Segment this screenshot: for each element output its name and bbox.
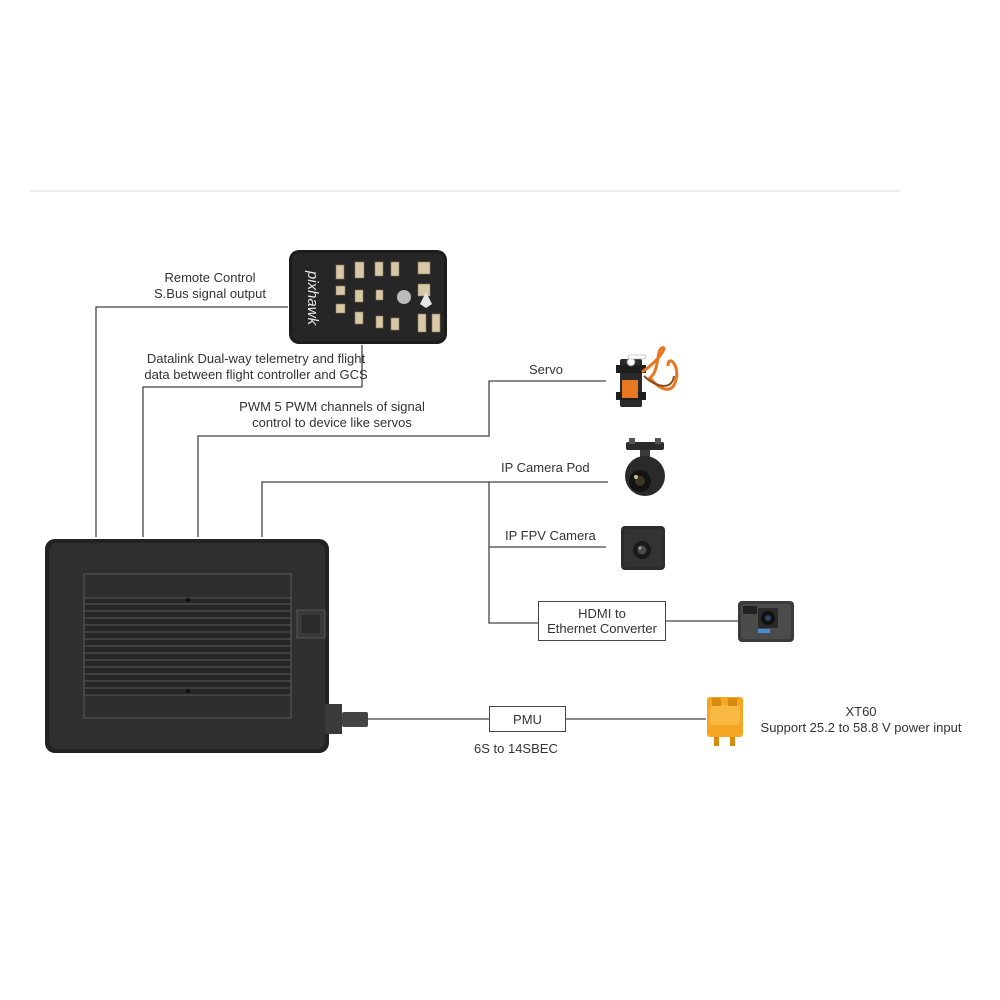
ip-camera-branch-line: [488, 482, 538, 624]
datalink-line-2: data between flight controller and GCS: [144, 367, 368, 382]
servo-image: [616, 346, 679, 407]
xt60-label: XT60 Support 25.2 to 58.8 V power input: [750, 704, 972, 736]
servo-label: Servo: [529, 362, 563, 377]
remote-control-desc: S.Bus signal output: [153, 286, 267, 301]
xt60-title: XT60: [845, 704, 877, 719]
pwm-line-1: PWM 5 PWM channels of signal: [239, 399, 425, 414]
ip-camera-pod-image: [625, 438, 665, 496]
pixhawk-logo-text: pixhawk: [304, 270, 321, 327]
hdmi-converter-line-1: HDMI to: [578, 606, 626, 621]
xt60-desc: Support 25.2 to 58.8 V power input: [760, 720, 962, 735]
ip-fpv-camera-label: IP FPV Camera: [505, 528, 596, 543]
ip-fpv-camera-image: [621, 526, 665, 570]
datalink-line-1: Datalink Dual-way telemetry and flight: [146, 351, 366, 366]
pwm-label: PWM 5 PWM channels of signal control to …: [212, 399, 452, 431]
ip-camera-line: [261, 481, 608, 537]
connection-lines: [95, 306, 738, 720]
ip-camera-pod-label: IP Camera Pod: [501, 460, 590, 475]
pwm-line-2: control to device like servos: [252, 415, 412, 430]
remote-control-label: Remote Control S.Bus signal output: [120, 270, 300, 302]
hdmi-converter-line-2: Ethernet Converter: [547, 621, 657, 636]
datalink-line: [142, 345, 363, 537]
action-camera-image: [738, 601, 794, 642]
pwm-line: [197, 380, 606, 537]
remote-control-title: Remote Control: [164, 270, 256, 285]
xt60-connector-image: [707, 697, 743, 746]
pmu-title: PMU: [513, 711, 542, 727]
main-device: [45, 539, 368, 753]
remote-control-line: [95, 306, 288, 537]
pmu-box: PMU: [489, 706, 566, 732]
pmu-desc: 6S to 14SBEC: [474, 741, 558, 756]
pixhawk-flight-controller: pixhawk: [289, 250, 447, 344]
hdmi-converter-box: HDMI to Ethernet Converter: [538, 601, 666, 641]
datalink-label: Datalink Dual-way telemetry and flight d…: [96, 351, 416, 383]
